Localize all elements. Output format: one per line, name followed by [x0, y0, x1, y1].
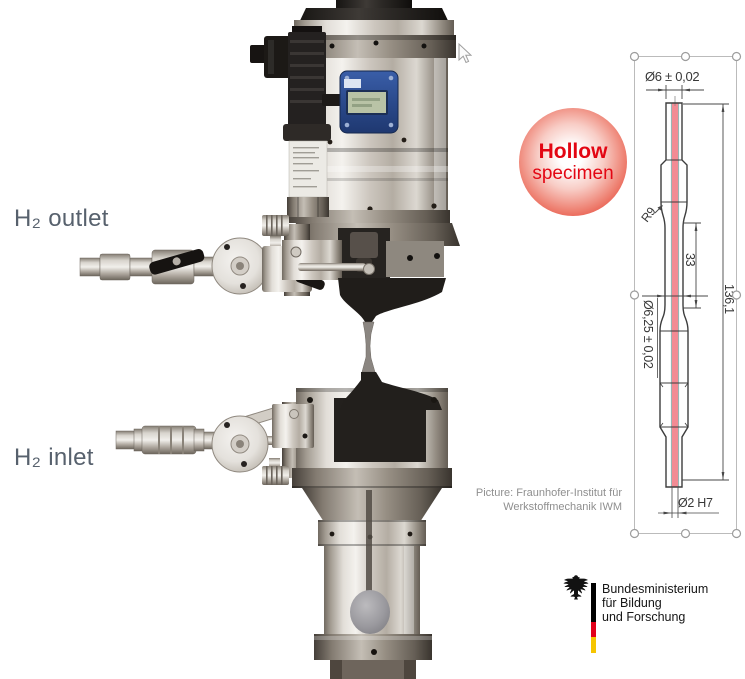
- lower-column: [302, 488, 442, 679]
- pressure-sensor: [250, 26, 344, 217]
- display-gauge: [339, 70, 399, 134]
- handle-mid-right[interactable]: [731, 290, 742, 300]
- handle-bottom-right[interactable]: [731, 528, 742, 539]
- bmbf-logo: Bundesministerium für Bildung und Forsch…: [560, 572, 740, 662]
- badge-subtitle: specimen: [532, 163, 614, 184]
- mouse-cursor-icon: [458, 43, 472, 64]
- handle-bottom-center[interactable]: [680, 528, 691, 539]
- pendulum-ball: [350, 590, 390, 634]
- dim-gauge-dia-text: Ø6,25 ± 0,02: [641, 300, 655, 369]
- dim-total-text: 136,1: [722, 284, 736, 314]
- dim-bore-text: Ø2 H7: [678, 496, 713, 510]
- dim-gauge-length-text: 33: [683, 253, 697, 267]
- dim-top-text: Ø6 ± 0,02: [645, 69, 699, 84]
- credit-line1: Picture: Fraunhofer-Institut für: [475, 487, 622, 499]
- selection-handles[interactable]: [629, 51, 742, 539]
- top-flange: [292, 0, 456, 58]
- lower-grip: [292, 372, 452, 488]
- federal-eagle-icon: [563, 575, 589, 600]
- dim-total: [682, 103, 729, 481]
- dim-gauge-length: [683, 222, 701, 309]
- knurled-knob-bottom: [262, 458, 289, 485]
- handle-top-center[interactable]: [680, 51, 691, 62]
- sensor-label: [288, 140, 328, 198]
- handle-bottom-left[interactable]: [629, 528, 640, 539]
- handle-top-right[interactable]: [731, 51, 742, 62]
- selection-border: [634, 56, 737, 534]
- upper-grip: [282, 228, 446, 322]
- bmbf-line1: Bundesministerium: [602, 582, 709, 596]
- bmbf-line3: und Forschung: [602, 609, 686, 624]
- gauge-block: [386, 241, 444, 277]
- bore-highlight: [671, 103, 679, 487]
- knurled-knob-top: [262, 215, 289, 250]
- bmbf-line2: für Bildung: [602, 595, 662, 610]
- handle-top-left[interactable]: [629, 51, 640, 62]
- h2-inlet-label: H₂ inlet: [14, 444, 94, 471]
- handle-mid-left[interactable]: [629, 290, 640, 300]
- mounted-specimen: [361, 321, 376, 373]
- credit-line2: Werkstoffmechanik IWM: [503, 501, 622, 513]
- specimen-technical-drawing[interactable]: Ø6 ± 0,02 136,1 33 Ø6,25 ± 0,02 R9 Ø2 H7: [625, 40, 745, 545]
- inline-filter: [141, 425, 197, 455]
- german-flag-stripe: [591, 583, 596, 653]
- hollow-specimen-badge: Hollow specimen: [519, 108, 627, 216]
- specimen-outline: [659, 102, 689, 488]
- ball-valve-handle: [149, 249, 205, 275]
- badge-title: Hollow: [538, 140, 608, 163]
- dim-top: [646, 85, 704, 99]
- dim-radius-text: R9: [638, 204, 658, 225]
- lcd-screen: [348, 92, 386, 113]
- bmbf-wordmark: Bundesministerium für Bildung und Forsch…: [602, 582, 709, 624]
- h2-outlet-label: H₂ outlet: [14, 205, 109, 232]
- inlet-valve-assembly: [115, 403, 314, 485]
- picture-credit: Picture: Fraunhofer-Institut für Werksto…: [430, 486, 622, 514]
- wika-logo: [344, 79, 361, 88]
